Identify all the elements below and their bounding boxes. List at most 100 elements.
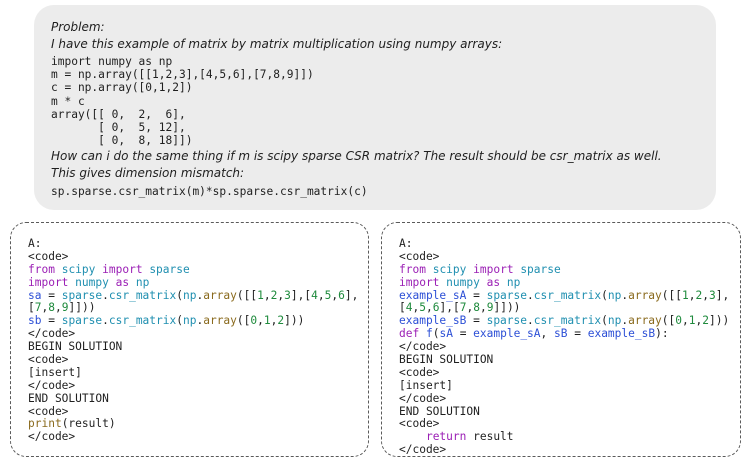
problem-code-line: c = np.array([0,1,2])	[51, 81, 193, 95]
code-token: =	[41, 314, 62, 328]
code-token: ,	[702, 288, 709, 302]
code-token: 2	[277, 314, 285, 328]
code-token: ],	[715, 288, 730, 302]
code-token: ([	[661, 314, 676, 328]
code-token: 4	[311, 288, 318, 302]
code-token: <code>	[399, 249, 440, 263]
code-token: <code>	[399, 417, 440, 431]
code-line: <code>	[28, 249, 368, 264]
code-token: ],	[344, 288, 359, 302]
code-token: (	[601, 288, 608, 302]
code-token: scipy	[61, 262, 96, 276]
code-token: (	[432, 327, 440, 341]
code-token: </code>	[399, 340, 447, 354]
code-token: ,	[257, 314, 264, 328]
code-token: 4	[405, 301, 413, 315]
code-token: ],[	[290, 288, 312, 302]
code-line: END SOLUTION	[28, 392, 368, 406]
code-token: csr_matrix	[533, 288, 602, 302]
code-token: =	[466, 288, 487, 302]
code-token: 5	[324, 288, 332, 302]
code-line: def f(sA = example_sA, sB = example_sB):	[399, 327, 740, 341]
code-token: sparse	[61, 288, 103, 302]
code-token: sA	[439, 327, 453, 341]
code-token: from	[399, 262, 426, 276]
code-token: 9	[486, 301, 494, 315]
code-token: from	[28, 262, 55, 276]
code-token: ,	[317, 288, 325, 302]
code-token: <code>	[28, 353, 69, 367]
code-token: np	[182, 288, 197, 302]
code-token: ,	[695, 314, 703, 328]
code-token: sb	[28, 314, 42, 328]
code-line: <code>	[399, 365, 740, 380]
code-token: (	[601, 314, 608, 328]
code-token: f	[425, 327, 433, 341]
code-line: BEGIN SOLUTION	[28, 340, 368, 354]
code-token: 6	[338, 288, 345, 302]
code-token: 7	[34, 301, 42, 315]
code-token: [	[399, 301, 406, 315]
code-token: ,	[277, 288, 285, 302]
code-token: print	[28, 417, 62, 431]
problem-code-line: import numpy as np	[51, 55, 173, 68]
code-token: <code>	[399, 365, 440, 379]
code-token: .	[621, 314, 629, 328]
code-line: A:	[28, 237, 368, 251]
code-token: def	[399, 327, 420, 341]
code-line: example_sA = sparse.csr_matrix(np.array(…	[399, 288, 740, 303]
code-line: A:	[399, 237, 740, 251]
code-token: </code>	[399, 391, 447, 405]
code-token: np	[607, 288, 622, 302]
code-token: csr_matrix	[108, 288, 177, 302]
code-token: 2	[695, 288, 703, 302]
code-token	[55, 263, 62, 276]
code-token: </code>	[28, 327, 76, 341]
code-token	[426, 263, 433, 276]
code-token: ,	[41, 301, 49, 315]
code-token: ]))	[709, 314, 730, 328]
code-token: </code>	[399, 443, 447, 457]
code-token: 9	[61, 301, 69, 315]
code-token: sparse	[61, 314, 103, 328]
code-token: </code>	[28, 430, 76, 444]
code-token: ):	[655, 327, 669, 341]
code-token: import	[473, 262, 514, 276]
code-line: <code>	[399, 249, 740, 264]
code-token: .	[621, 288, 629, 302]
code-token: ],[	[439, 301, 460, 315]
code-token: BEGIN SOLUTION	[28, 340, 123, 354]
problem-code-line: [ 0, 8, 18]])	[51, 134, 193, 148]
code-token: csr_matrix	[108, 314, 177, 328]
code-token: BEGIN SOLUTION	[399, 353, 494, 367]
code-token: .	[527, 314, 534, 328]
code-token: example_sA	[399, 288, 467, 302]
code-line: from scipy import sparse	[28, 262, 368, 277]
code-token: ,	[426, 301, 433, 315]
code-token: ,	[682, 314, 689, 328]
problem-question: How can i do the same thing if m is scip…	[51, 149, 662, 164]
code-token: numpy	[446, 275, 480, 289]
code-token: example_sB	[587, 327, 656, 341]
problem-code: import numpy as np m = np.array([[1,2,3]…	[51, 55, 700, 147]
code-token: [insert]	[28, 365, 82, 379]
code-token: =	[466, 314, 487, 328]
code-line: return result	[399, 430, 740, 444]
code-token: </code>	[28, 378, 76, 392]
code-token: 1	[263, 314, 271, 328]
code-token: ,	[270, 314, 278, 328]
code-token: [	[28, 301, 35, 315]
code-line: </code>	[28, 378, 368, 393]
code-token: import	[102, 262, 143, 276]
code-token: array	[628, 314, 662, 328]
code-token: (	[176, 288, 183, 302]
code-token: import	[28, 275, 69, 289]
code-token: .	[196, 288, 204, 302]
code-token: <code>	[28, 249, 69, 263]
code-line: </code>	[28, 430, 368, 444]
code-line: sb = sparse.csr_matrix(np.array([0,1,2])…	[28, 314, 368, 328]
code-token: 7	[459, 301, 467, 315]
code-token: ([[	[236, 288, 258, 302]
